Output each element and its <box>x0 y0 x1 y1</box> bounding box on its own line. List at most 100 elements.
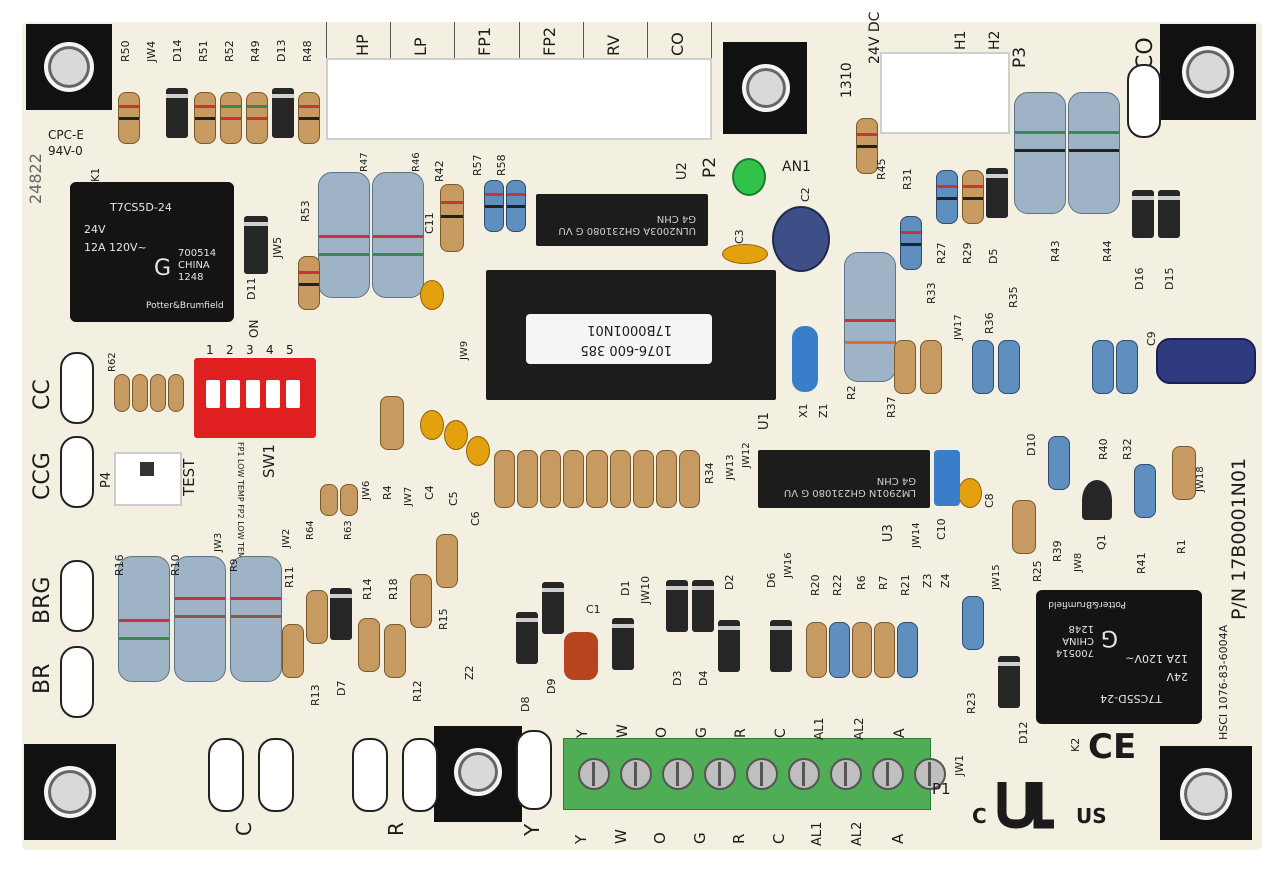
ref-label: R47 <box>359 152 370 172</box>
ref-label: R48 <box>301 40 314 62</box>
resistor-array-bottom <box>806 622 918 678</box>
screw-g[interactable] <box>704 758 736 790</box>
br-slot <box>60 646 94 718</box>
power-resistor-r16 <box>118 556 170 682</box>
resistor-r31 <box>900 216 922 270</box>
ref-label: C4 <box>423 485 436 500</box>
dip-toggle-2[interactable] <box>226 380 240 408</box>
terminal-top-label: R <box>733 728 750 738</box>
date-code: 1310 <box>839 62 855 98</box>
ul-us-mark: US <box>1076 804 1107 828</box>
ref-label: R16 <box>113 554 126 576</box>
resistor-r56 <box>517 450 539 508</box>
resistor-r57 <box>484 180 504 232</box>
p2-pin-label: FP2 <box>518 22 583 58</box>
power-resistor-r43 <box>1014 92 1066 214</box>
ref-label: R1 <box>1175 539 1188 554</box>
dip-toggle-4[interactable] <box>266 380 280 408</box>
cpc-label: CPC-E 94V-0 <box>48 128 84 158</box>
resistor-array-left <box>114 374 194 412</box>
mcu-label-line-1: 1076-600 385 <box>580 342 672 357</box>
diode-d7 <box>330 588 352 640</box>
ref-label: Q1 <box>1095 534 1108 550</box>
resistor-r5 <box>540 450 562 508</box>
ce-mark: CE <box>1088 727 1137 767</box>
ref-label: Z4 <box>939 573 952 588</box>
terminal-bottom-label: C <box>769 833 788 844</box>
connector-p2 <box>326 58 712 140</box>
p2-pin-label: CO <box>646 22 713 58</box>
test-label: TEST <box>180 458 198 496</box>
screw-al1[interactable] <box>830 758 862 790</box>
resistor-r19 <box>563 450 585 508</box>
resistor-r54 <box>609 450 631 508</box>
terminal-top-label: AL2 <box>851 717 866 740</box>
dip-toggle-1[interactable] <box>206 380 220 408</box>
power-resistor-r44 <box>1068 92 1120 214</box>
screw-a[interactable] <box>914 758 946 790</box>
ref-label: D6 <box>765 572 778 588</box>
resistor-r63 <box>340 484 358 516</box>
screw-w[interactable] <box>620 758 652 790</box>
relay-k2-logo: G <box>1100 625 1118 650</box>
screw-r[interactable] <box>746 758 778 790</box>
capacitor-c9 <box>1156 338 1256 384</box>
screw-y[interactable] <box>578 758 610 790</box>
terminal-bottom-label: R <box>730 833 749 844</box>
ref-label: D12 <box>1017 721 1030 744</box>
resistor-r29 <box>962 170 984 224</box>
relay-k1-logo: G <box>154 256 172 281</box>
resistor-r7 <box>874 622 896 678</box>
ref-label: R12 <box>411 680 424 702</box>
power-resistor-r9 <box>230 556 282 682</box>
ref-label: C2 <box>799 187 812 202</box>
bottom-label-c: C <box>232 822 256 836</box>
resistor-r35 <box>998 340 1020 394</box>
screw-o[interactable] <box>662 758 694 790</box>
dip-switch-sw1 <box>194 358 316 438</box>
ref-label: R44 <box>1101 240 1114 262</box>
dip-toggle-5[interactable] <box>286 380 300 408</box>
terminal-top-label: A <box>891 728 908 738</box>
screw-al2[interactable] <box>872 758 904 790</box>
transistor-q1 <box>1082 480 1112 520</box>
ref-label: R23 <box>965 692 978 714</box>
ref-label: C9 <box>1145 331 1158 346</box>
resistor-r45 <box>856 118 878 174</box>
side-label-br: BR <box>30 663 55 694</box>
ref-label: Z1 <box>817 403 830 418</box>
ref-label: R31 <box>901 168 914 190</box>
resistor-r59 <box>168 374 184 412</box>
p2-ref: P2 <box>700 156 720 178</box>
terminal-bottom-label: W <box>611 829 630 844</box>
ref-label: R63 <box>343 520 354 540</box>
ref-label: R20 <box>809 574 822 596</box>
capacitor-c5 <box>444 420 468 450</box>
diode-d15 <box>1158 190 1180 238</box>
ref-label: JW16 <box>783 552 794 578</box>
ref-label: R41 <box>1135 552 1148 574</box>
ref-label: R34 <box>703 462 716 484</box>
resistor-r49 <box>246 92 268 144</box>
ref-label: R33 <box>925 282 938 304</box>
dip-toggle-3[interactable] <box>246 380 260 408</box>
ref-label: JW10 <box>639 575 652 604</box>
ref-label: R11 <box>283 566 296 588</box>
ref-label: JW6 <box>361 480 372 500</box>
ref-label: R53 <box>299 200 312 222</box>
resistor-r55 <box>494 450 516 508</box>
resistor-r41 <box>1134 464 1156 518</box>
ref-label: Z3 <box>921 573 934 588</box>
relay-k1-origin: 700514 CHINA 1248 <box>178 248 217 283</box>
capacitor-c2 <box>772 206 830 272</box>
relay-k1: T7CS5D-24 24V 12A 120V~ G 700514 CHINA 1… <box>70 182 234 322</box>
ref-label: Z2 <box>463 665 476 680</box>
ref-label: R46 <box>411 152 422 172</box>
ref-label: JW13 <box>725 454 736 480</box>
screw-c[interactable] <box>788 758 820 790</box>
ref-label: C5 <box>447 491 460 506</box>
resistor-r36 <box>972 340 994 394</box>
side-label-ccg: CCG <box>30 452 55 500</box>
ref-label: C1 <box>586 603 601 616</box>
ref-label: C6 <box>469 511 482 526</box>
